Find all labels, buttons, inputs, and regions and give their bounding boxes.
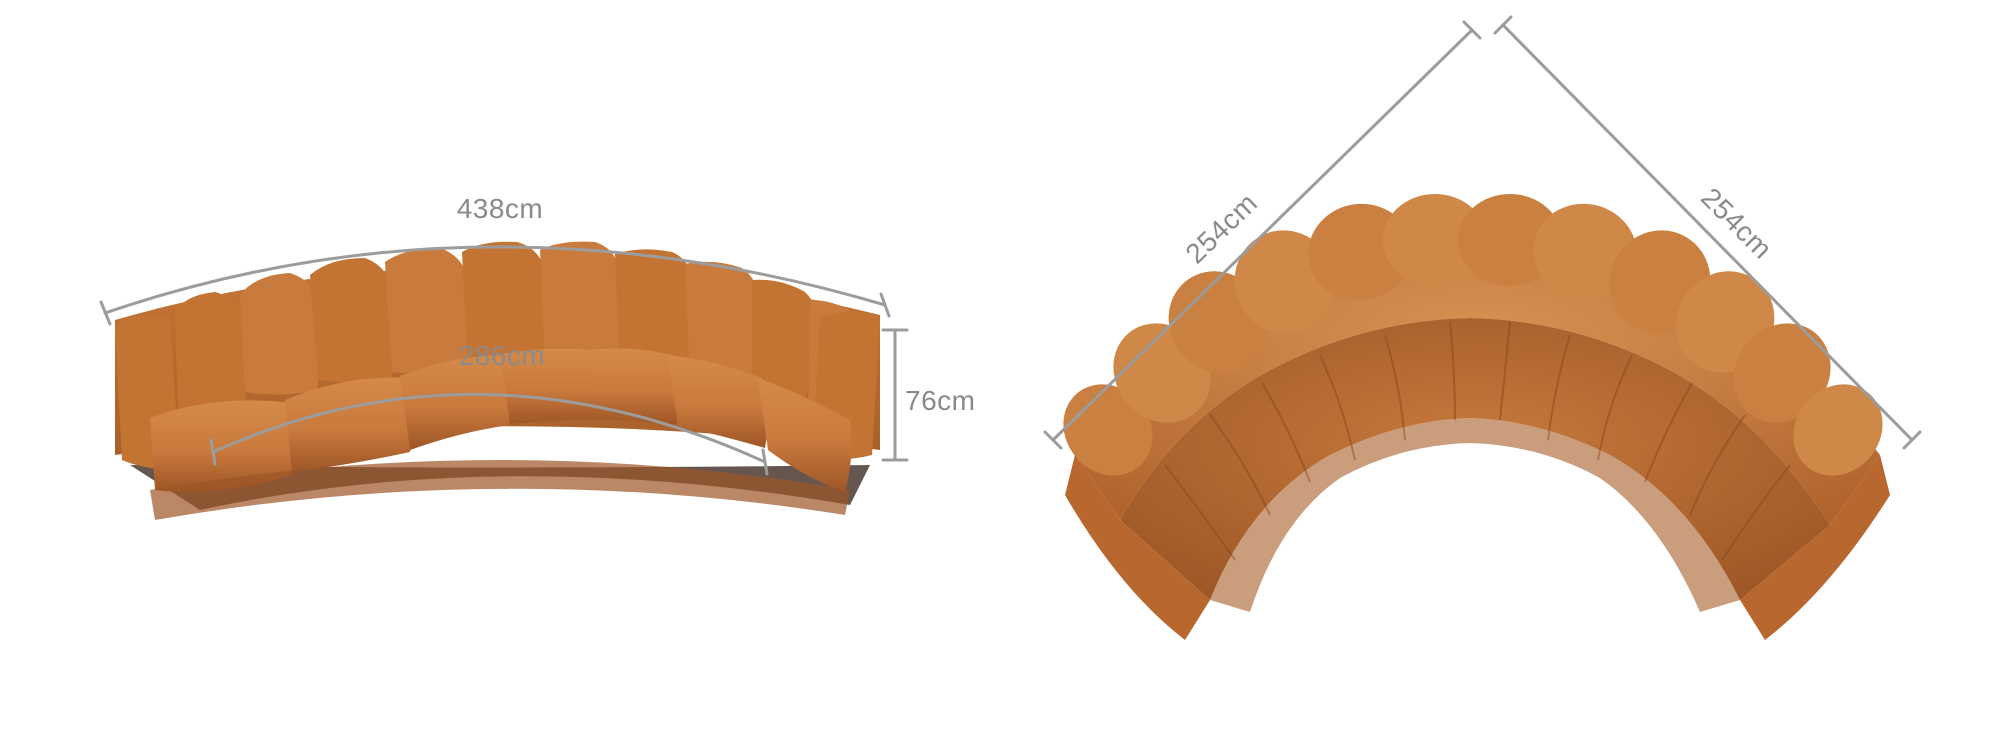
front-width-label: 438cm bbox=[457, 193, 544, 224]
top-left-dim-line bbox=[1051, 28, 1474, 442]
top-view: 254cm 254cm bbox=[1043, 15, 1922, 640]
front-inner-dimension: 286cm bbox=[209, 340, 769, 476]
top-right-dim-tick-b bbox=[1902, 430, 1922, 450]
top-seat-channels bbox=[1164, 321, 1791, 561]
front-width-arc bbox=[103, 245, 887, 315]
top-left-dim-tick-a bbox=[1043, 430, 1063, 450]
front-inner-arc bbox=[211, 392, 767, 464]
front-view: 438cm 286cm 76cm bbox=[99, 193, 975, 520]
front-seat-front-face bbox=[150, 460, 850, 520]
top-right-dim-label: 254cm bbox=[1695, 182, 1778, 265]
front-height-dimension: 76cm bbox=[881, 328, 975, 462]
top-right-dim-tick-a bbox=[1493, 15, 1513, 35]
front-width-dimension: 438cm bbox=[99, 193, 891, 326]
front-inner-tick-right bbox=[761, 448, 769, 476]
front-inner-label: 286cm bbox=[459, 340, 546, 371]
front-inner-tick-left bbox=[209, 438, 217, 466]
top-front-cushions bbox=[1065, 418, 1890, 640]
front-width-tick-left bbox=[99, 300, 112, 326]
top-sofa-seat bbox=[1120, 318, 1830, 600]
front-height-label: 76cm bbox=[905, 385, 975, 416]
front-width-tick-right bbox=[879, 292, 891, 318]
top-right-dim-line bbox=[1501, 23, 1914, 442]
top-left-dim-tick-b bbox=[1462, 20, 1482, 40]
top-back-cushions bbox=[1063, 194, 1883, 476]
